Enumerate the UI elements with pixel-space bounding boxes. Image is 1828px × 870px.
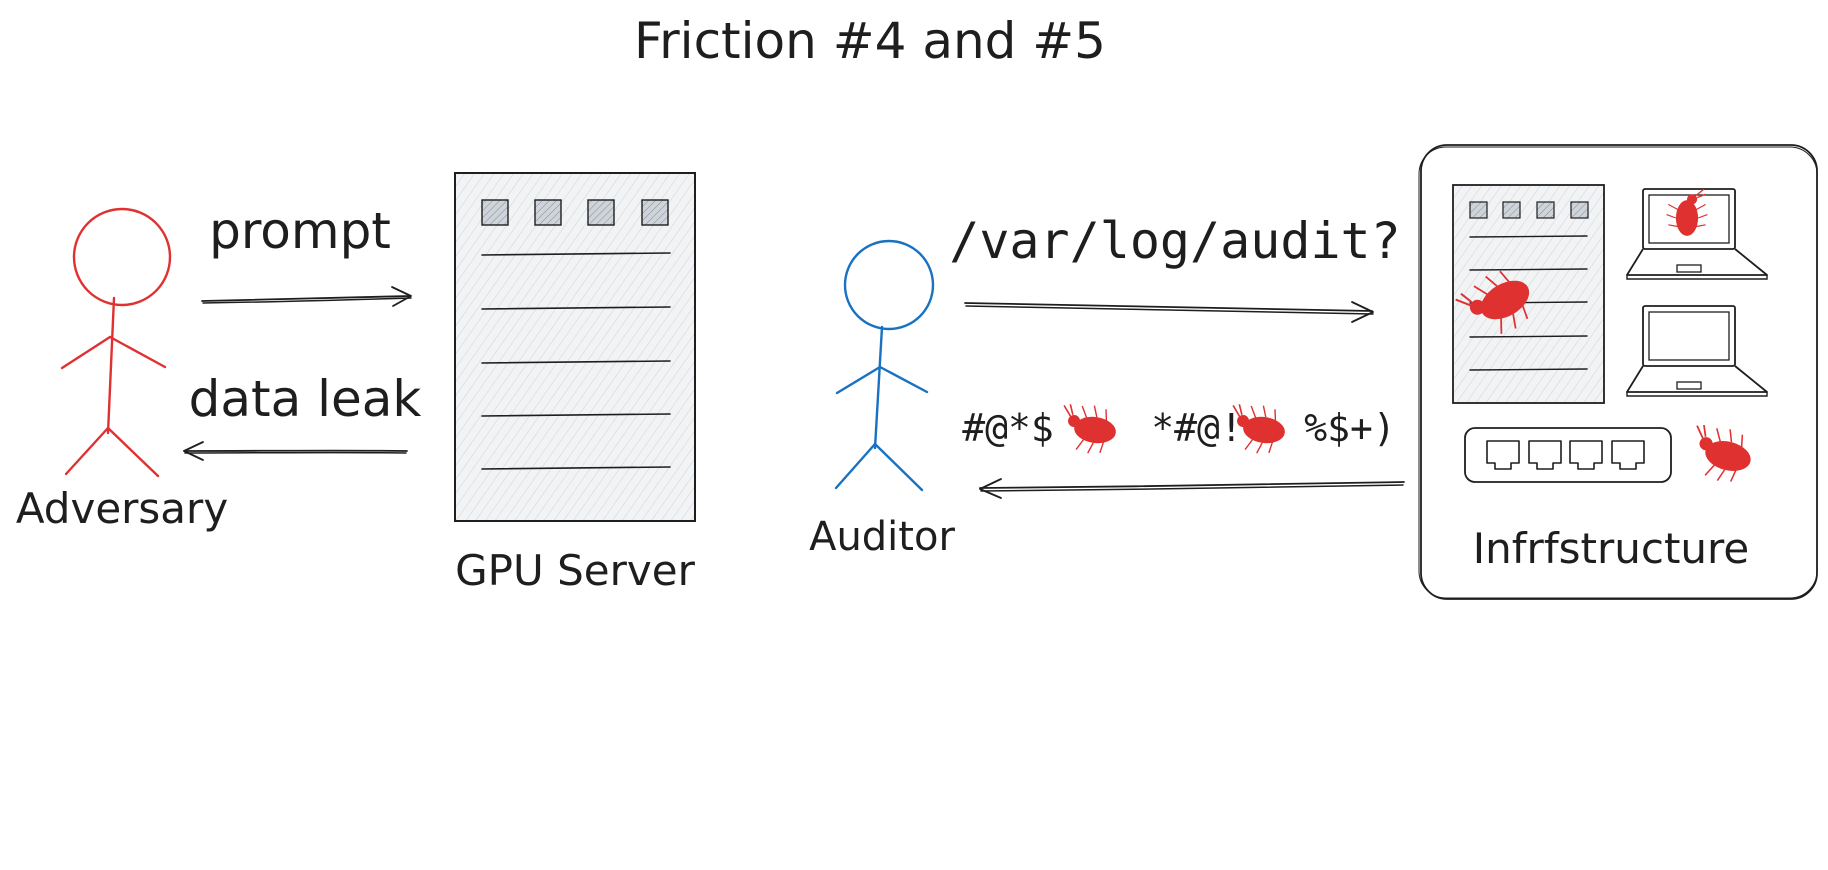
- bug-icon: [1684, 420, 1758, 489]
- laptop-icon: [1626, 188, 1768, 280]
- bug-icon: [1665, 188, 1709, 237]
- stick-figure-icon: [834, 239, 935, 492]
- network-switch-icon: [1464, 427, 1672, 483]
- adversary-label: Adversary: [16, 484, 228, 533]
- adversary-figure: Adversary: [16, 207, 228, 533]
- garbled-text-3: %$+): [1304, 406, 1396, 450]
- audit-query-label: /var/log/audit?: [949, 212, 1401, 270]
- bug-icon: [1057, 400, 1120, 458]
- page-title: Friction #4 and #5: [634, 12, 1106, 70]
- infrastructure: Infrfstructure: [1418, 144, 1818, 600]
- laptop-icon: [1626, 305, 1768, 397]
- data-leak-arrow: data leak: [183, 370, 422, 461]
- gpu-server: GPU Server: [454, 172, 696, 595]
- server-rack-icon: [454, 172, 696, 522]
- prompt-label: prompt: [209, 202, 391, 260]
- garbled-text-2: *#@!: [1151, 406, 1243, 450]
- garbled-text-1: #@*$: [962, 406, 1054, 450]
- infrastructure-label: Infrfstructure: [1473, 524, 1749, 573]
- prompt-arrow: prompt: [201, 202, 412, 307]
- auditor-figure: Auditor: [809, 239, 955, 560]
- stick-figure-icon: [60, 207, 172, 478]
- audit-query-arrow: /var/log/audit?: [949, 212, 1401, 323]
- garbled-reply-arrow: #@*$ *#@! %$+): [962, 400, 1405, 499]
- gpu-server-label: GPU Server: [455, 546, 695, 595]
- auditor-label: Auditor: [809, 514, 955, 560]
- data-leak-label: data leak: [189, 370, 422, 428]
